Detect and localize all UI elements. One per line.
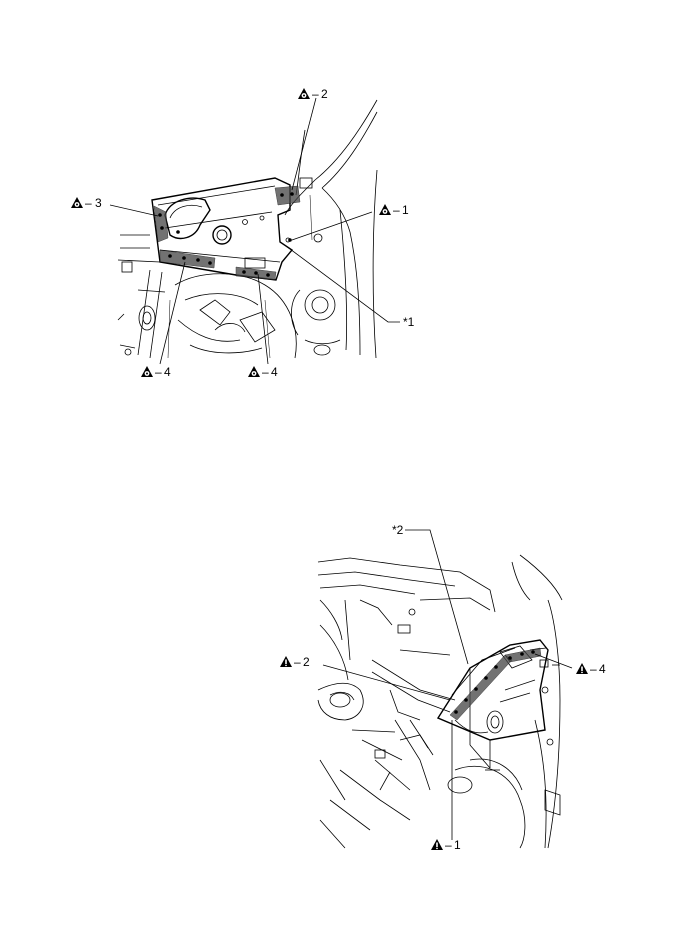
triangle-with-circle-icon xyxy=(141,366,153,377)
svg-text:–: – xyxy=(312,87,319,101)
svg-text:2: 2 xyxy=(321,87,328,101)
svg-text:–: – xyxy=(262,365,269,379)
callout-bottom-1: – 1 xyxy=(431,838,461,852)
callout-top-3: – 3 xyxy=(71,196,102,210)
svg-text:–: – xyxy=(590,662,597,676)
svg-text:3: 3 xyxy=(95,196,102,210)
triangle-with-circle-icon xyxy=(379,204,391,215)
triangle-with-exclamation-icon xyxy=(576,663,588,674)
svg-text:–: – xyxy=(85,196,92,210)
callout-top-2: – 2 xyxy=(298,87,328,101)
callout-bottom-star2: *2 xyxy=(392,523,404,537)
svg-text:–: – xyxy=(445,838,452,852)
svg-text:*1: *1 xyxy=(403,315,415,329)
triangle-with-circle-icon xyxy=(298,88,310,99)
triangle-with-exclamation-icon xyxy=(280,656,292,667)
callout-top-4-right: – 4 xyxy=(248,365,278,379)
triangle-with-circle-icon xyxy=(248,366,260,377)
svg-text:4: 4 xyxy=(599,662,606,676)
upper-leaders xyxy=(109,97,400,365)
svg-text:4: 4 xyxy=(271,365,278,379)
callout-bottom-4: – 4 xyxy=(576,662,606,676)
triangle-with-circle-icon xyxy=(71,197,83,208)
callout-top-4-left: – 4 xyxy=(141,365,171,379)
svg-text:–: – xyxy=(393,203,400,217)
lower-leaders xyxy=(322,529,573,840)
svg-text:1: 1 xyxy=(402,203,409,217)
svg-text:2: 2 xyxy=(303,655,310,669)
callout-bottom-2: – 2 xyxy=(280,655,310,669)
triangle-with-exclamation-icon xyxy=(431,839,443,850)
svg-text:1: 1 xyxy=(454,838,461,852)
callout-top-star1: *1 xyxy=(403,315,415,329)
svg-text:4: 4 xyxy=(164,365,171,379)
svg-text:–: – xyxy=(155,365,162,379)
lower-illustration xyxy=(317,554,563,849)
callout-top-1: – 1 xyxy=(379,203,409,217)
svg-text:*2: *2 xyxy=(392,523,404,537)
svg-text:–: – xyxy=(294,655,301,669)
upper-illustration xyxy=(117,99,378,359)
